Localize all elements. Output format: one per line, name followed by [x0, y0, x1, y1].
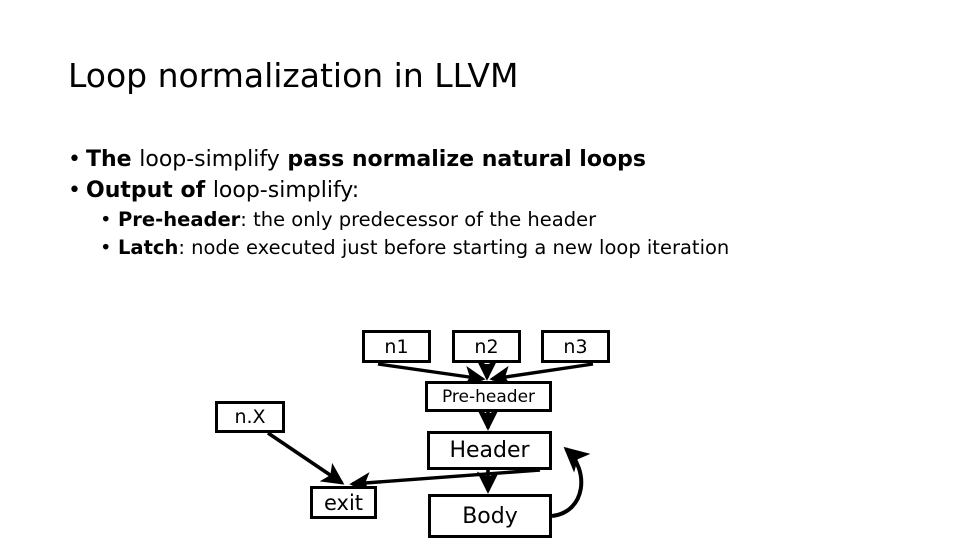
page-title: Loop normalization in LLVM: [68, 56, 519, 95]
node-pre-header[interactable]: Pre-header: [425, 381, 552, 412]
node-n3[interactable]: n3: [541, 330, 610, 363]
bullet-run: Pre-header: [118, 208, 241, 231]
bullet-run: pass normalize natural loops: [279, 147, 646, 172]
node-nx[interactable]: n.X: [215, 401, 285, 433]
node-header[interactable]: Header: [427, 431, 552, 470]
node-exit[interactable]: exit: [310, 486, 377, 519]
bullet-marker: •: [68, 178, 81, 203]
list-item: • Pre-header: the only predecessor of the…: [60, 206, 910, 234]
bullet-run: Latch: [118, 236, 179, 259]
bullet-marker: •: [68, 147, 81, 172]
bullet-list: •The loop-simplify pass normalize natura…: [60, 144, 910, 262]
node-n1[interactable]: n1: [362, 330, 431, 363]
bullet-run: : the only predecessor of the header: [240, 208, 597, 231]
bullet-marker: •: [100, 236, 112, 259]
node-n2[interactable]: n2: [452, 330, 521, 363]
list-item: •The loop-simplify pass normalize natura…: [60, 144, 910, 175]
bullet-run: loop-simplify: [139, 147, 280, 172]
bullet-run: Output of: [86, 178, 213, 203]
node-body[interactable]: Body: [428, 494, 552, 538]
bullet-run: : node executed just before starting a n…: [178, 236, 730, 259]
edge-header-exit: [349, 468, 541, 494]
edge-body-header-backedge: [551, 446, 591, 518]
edge-n3-preheader: [489, 362, 594, 387]
edge-n1-preheader: [377, 362, 486, 387]
list-item: • Latch: node executed just before starti…: [60, 234, 910, 262]
bullet-run: loop-simplify:: [212, 178, 360, 203]
bullet-marker: •: [100, 208, 112, 231]
edge-nx-exit: [266, 431, 345, 485]
bullet-run: The: [86, 147, 140, 172]
list-item: •Output of loop-simplify:: [60, 175, 910, 206]
